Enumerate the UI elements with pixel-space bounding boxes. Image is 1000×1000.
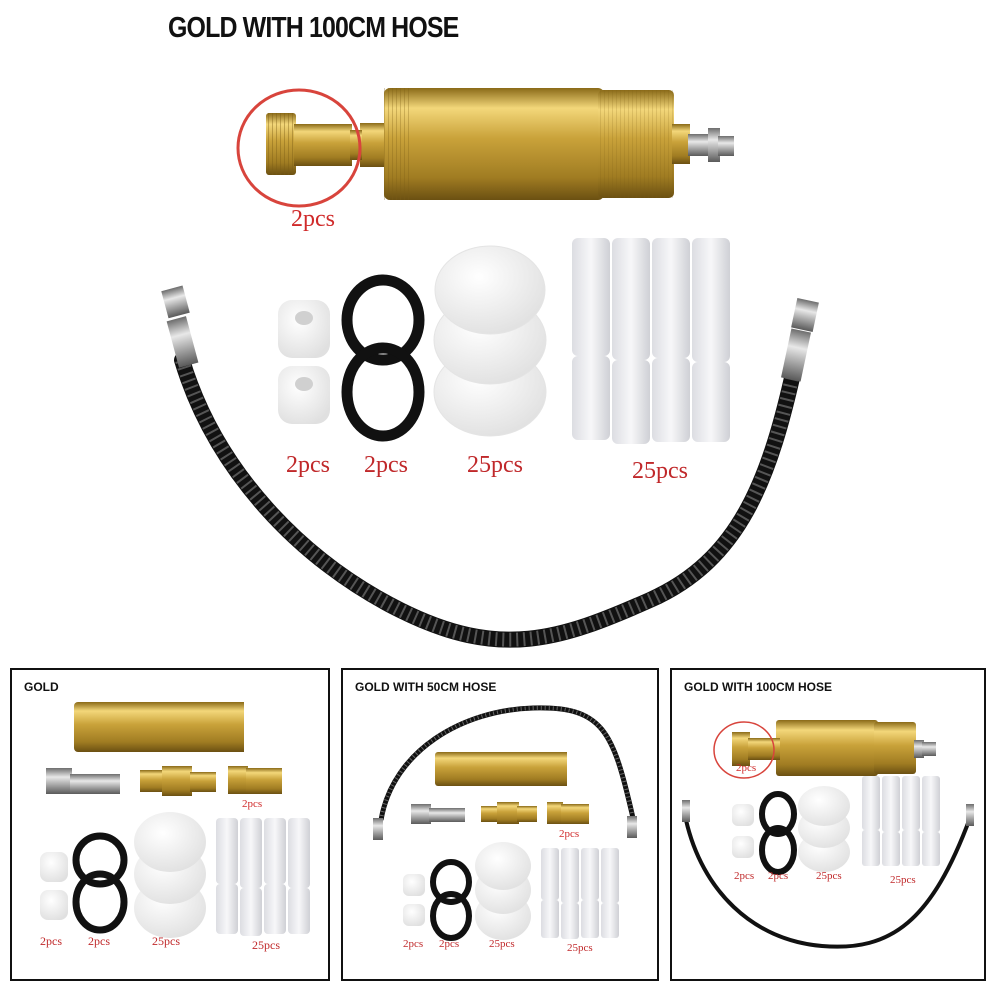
main-title: GOLD WITH 100CM HOSE	[168, 12, 459, 44]
cotton-qty-label: 25pcs	[567, 942, 593, 954]
panel-title: GOLD	[24, 680, 59, 694]
filter-housing	[360, 88, 734, 200]
quick-coupler-adapter	[266, 113, 362, 175]
felt-pads	[278, 300, 330, 424]
variant-panel-gold-100cm-hose[interactable]: GOLD WITH 100CM HOSE 2pcs 2pcs 2pcs 25pc…	[670, 668, 986, 981]
oring-qty-label: 2pcs	[364, 452, 408, 478]
variant-panel-gold-50cm-hose[interactable]: GOLD WITH 50CM HOSE 2pcs 2pcs 2pcs 25pcs…	[341, 668, 659, 981]
felt-qty-label: 2pcs	[734, 870, 755, 882]
felt-qty-label: 2pcs	[40, 934, 62, 948]
foam-qty-label: 25pcs	[489, 938, 515, 950]
felt-qty-label: 2pcs	[403, 938, 424, 950]
cotton-qty-label: 25pcs	[252, 938, 280, 952]
panel-illustration	[373, 705, 637, 941]
felt-qty-label: 2pcs	[286, 452, 330, 478]
cotton-qty-label: 25pcs	[632, 458, 688, 484]
foam-filters	[433, 245, 547, 437]
foam-qty-label: 25pcs	[816, 870, 842, 882]
adapter-qty-label: 2pcs	[736, 762, 757, 774]
o-rings	[341, 274, 425, 442]
adapter-qty-label: 2pcs	[242, 798, 263, 810]
cotton-qty-label: 25pcs	[890, 874, 916, 886]
variant-panel-gold[interactable]: GOLD 2pcs 2pcs 2pcs 25pcs 25pcs	[10, 668, 330, 981]
panel-illustration	[682, 720, 974, 949]
hose	[161, 285, 819, 648]
adapter-qty-label: 2pcs	[291, 206, 335, 232]
foam-qty-label: 25pcs	[467, 452, 523, 478]
cotton-filter-sticks	[572, 238, 730, 444]
panel-illustration	[40, 702, 310, 938]
adapter-qty-label: 2pcs	[559, 828, 580, 840]
highlight-circle	[236, 88, 362, 208]
oring-qty-label: 2pcs	[88, 934, 110, 948]
oring-qty-label: 2pcs	[768, 870, 789, 882]
oring-qty-label: 2pcs	[439, 938, 460, 950]
panel-title: GOLD WITH 100CM HOSE	[684, 680, 833, 694]
main-product-illustration	[161, 88, 819, 648]
panel-title: GOLD WITH 50CM HOSE	[355, 680, 497, 694]
foam-qty-label: 25pcs	[152, 934, 180, 948]
